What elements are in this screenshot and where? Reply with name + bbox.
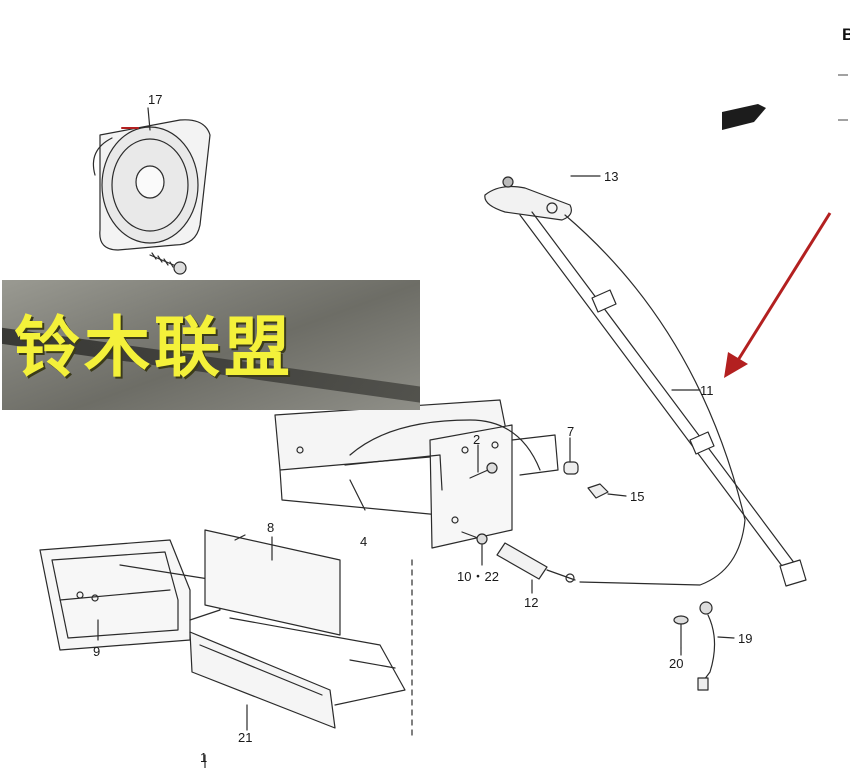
pointer-arrow — [724, 212, 832, 378]
screw-10-22 — [461, 531, 488, 545]
clip-15 — [587, 483, 609, 499]
callout-9: 9 — [93, 644, 100, 659]
ground-wire — [697, 601, 716, 691]
tray-21 — [189, 617, 406, 729]
header-lines — [838, 74, 848, 121]
watermark-text: 铃木联盟 — [14, 309, 294, 386]
callout-19: 19 — [738, 631, 752, 646]
callout-15: 15 — [630, 489, 644, 504]
callout-8: 8 — [267, 520, 274, 535]
speaker-screw — [149, 252, 187, 275]
callout-2: 2 — [473, 432, 480, 447]
header-fragment: B — [842, 25, 850, 44]
bolt-20 — [673, 615, 689, 649]
watermark-banner: 铃木联盟 — [2, 280, 420, 410]
callout-10-22: 10・22 — [457, 569, 499, 584]
callout-21: 21 — [238, 730, 252, 745]
speaker-part — [92, 119, 211, 251]
clip-7 — [563, 461, 579, 475]
antenna-connector — [496, 542, 576, 583]
direction-marker — [722, 104, 766, 130]
screw-2 — [469, 462, 498, 479]
callout-1: 1 — [200, 750, 207, 765]
callout-7: 7 — [567, 424, 574, 439]
callout-12: 12 — [524, 595, 538, 610]
bezel-9 — [39, 539, 221, 651]
callout-13: 13 — [604, 169, 618, 184]
radio-bracket — [274, 399, 559, 549]
callout-4: 4 — [360, 534, 367, 549]
callout-17: 17 — [148, 92, 162, 107]
callout-20: 20 — [669, 656, 683, 671]
pocket-8 — [204, 529, 341, 636]
callout-11: 11 — [700, 383, 714, 398]
antenna-part — [484, 176, 807, 587]
